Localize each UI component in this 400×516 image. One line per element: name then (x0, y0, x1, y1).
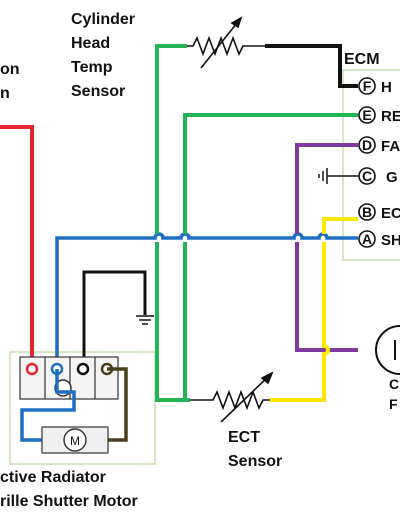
cht-thermistor-symbol (187, 16, 265, 69)
power-wire (0, 125, 34, 369)
ecm-pin-F: F H (358, 77, 392, 96)
svg-text:EC: EC (381, 205, 400, 222)
motor-symbol-label: M (70, 434, 80, 448)
fan-label-line1: C (389, 376, 400, 392)
ecm-ground-symbol (318, 168, 358, 184)
ect-sensor-wire (183, 113, 358, 400)
cht-sensor-wire (155, 44, 190, 402)
motor-symbol (63, 428, 87, 452)
shutter-ground-wire (82, 270, 147, 370)
fan-control-wire (295, 143, 358, 352)
connector-pin-power (25, 362, 39, 376)
cht-to-ecm-wire (265, 44, 358, 88)
ect-thermistor-symbol (190, 371, 274, 423)
svg-text:H: H (381, 79, 392, 96)
ecm-box (342, 69, 400, 261)
ground-symbol (136, 315, 154, 325)
svg-text:SH: SH (381, 232, 400, 249)
ecm-pin-C: C G (358, 167, 398, 186)
svg-text:FA: FA (381, 138, 400, 155)
ecm-label: ECM (344, 51, 380, 68)
ecm-pin-D: D FA (358, 136, 400, 155)
cht-sensor-label-line3: Temp (71, 59, 113, 76)
ecm-pin-B: B EC (358, 203, 400, 222)
ect-sensor-label-line1: ECT (228, 429, 260, 446)
ignition-label-line2: n (0, 85, 10, 102)
motor-return-wire (107, 367, 128, 442)
cht-sensor-label-line1: Cylinder (71, 11, 136, 28)
ignition-label-line1: on (0, 61, 20, 78)
motor-supply-wire (20, 369, 76, 442)
svg-text:D: D (362, 137, 372, 153)
ecm-pin-E: E RE (358, 106, 400, 125)
svg-text:B: B (362, 204, 372, 220)
feedback-wire (270, 217, 358, 402)
cht-sensor-label-line2: Head (71, 35, 111, 52)
svg-text:A: A (362, 231, 372, 247)
svg-text:C: C (362, 168, 372, 184)
shutter-motor-label-line2: rille Shutter Motor (0, 493, 138, 510)
svg-text:E: E (362, 107, 371, 123)
connector-pin-ground (76, 362, 90, 376)
ect-sensor-label-line2: Sensor (228, 453, 283, 470)
cht-sensor-label-line4: Sensor (71, 83, 126, 100)
svg-text:F: F (363, 78, 372, 94)
fan-label-line2: F (389, 396, 398, 412)
shutter-signal-wire (55, 232, 358, 368)
svg-text:RE: RE (381, 108, 400, 125)
fan-motor-symbol (375, 325, 400, 375)
shutter-motor-label-line1: ctive Radiator (0, 469, 106, 486)
svg-text:G: G (386, 169, 398, 186)
ecm-pin-A: A SH (358, 230, 400, 249)
